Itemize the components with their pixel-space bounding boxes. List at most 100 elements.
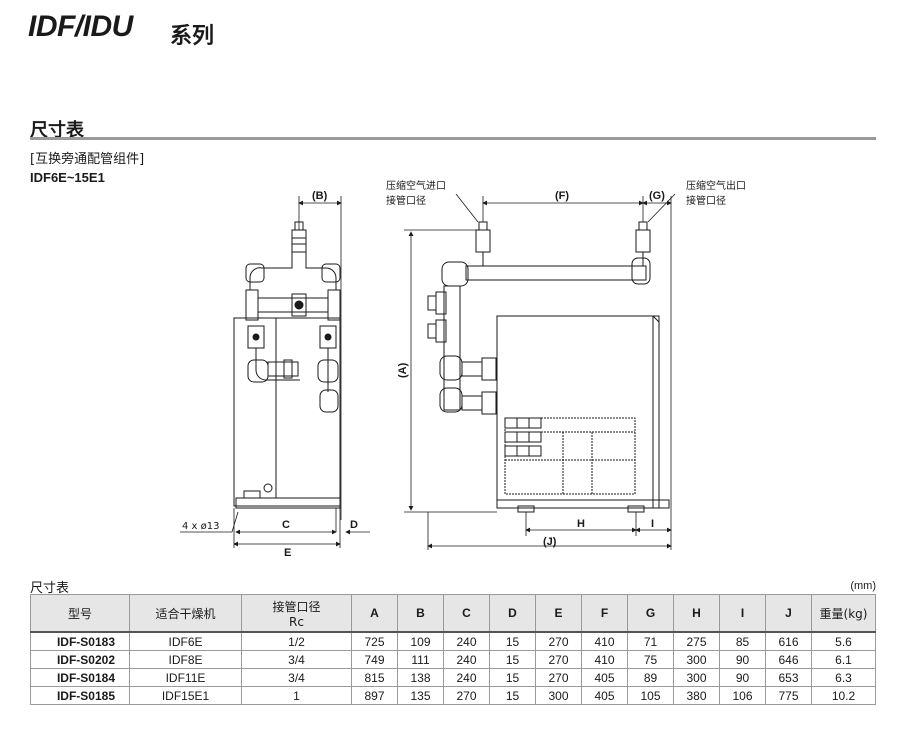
header-D: D bbox=[489, 594, 536, 633]
dim-B: (B) bbox=[312, 190, 328, 202]
mounting-hole-callout: 4 x ø13 bbox=[182, 521, 219, 532]
header-weight: 重量(kg) bbox=[811, 594, 876, 633]
header-dryer: 适合干燥机 bbox=[129, 594, 242, 633]
cell-weight: 6.1 bbox=[811, 650, 876, 669]
kit-label: [互换旁通配管组件] bbox=[30, 152, 145, 167]
unit-note: (mm) bbox=[850, 580, 876, 592]
cell-G: 105 bbox=[627, 686, 674, 705]
cell-weight: 5.6 bbox=[811, 631, 876, 651]
cell-port: 3/4 bbox=[241, 668, 352, 687]
header-I: I bbox=[719, 594, 766, 633]
series-suffix: 系列 bbox=[170, 24, 215, 49]
cell-A: 897 bbox=[351, 686, 398, 705]
cell-A: 815 bbox=[351, 668, 398, 687]
dimension-table: 型号 适合干燥机 接管口径 Rc A B C D E F G H I J 重量(… bbox=[30, 594, 876, 705]
cell-J: 646 bbox=[765, 650, 812, 669]
cell-E: 300 bbox=[535, 686, 582, 705]
cell-E: 270 bbox=[535, 631, 582, 651]
cell-G: 71 bbox=[627, 631, 674, 651]
cell-dryer: IDF6E bbox=[129, 631, 242, 651]
cell-G: 89 bbox=[627, 668, 674, 687]
cell-model: IDF-S0184 bbox=[30, 668, 130, 687]
inlet-callout-line1: 压缩空气进口 bbox=[386, 179, 446, 192]
series-title: IDF/IDU bbox=[28, 10, 133, 43]
cell-F: 410 bbox=[581, 650, 628, 669]
cell-dryer: IDF15E1 bbox=[129, 686, 242, 705]
side-view-dimensions bbox=[180, 196, 370, 548]
cell-B: 138 bbox=[397, 668, 444, 687]
cell-I: 85 bbox=[719, 631, 766, 651]
cell-weight: 6.3 bbox=[811, 668, 876, 687]
cell-dryer: IDF8E bbox=[129, 650, 242, 669]
front-view-dimensions bbox=[404, 193, 676, 550]
cell-C: 240 bbox=[443, 631, 490, 651]
cell-port: 3/4 bbox=[241, 650, 352, 669]
outlet-callout-line2: 接管口径 bbox=[686, 194, 726, 207]
cell-H: 380 bbox=[673, 686, 720, 705]
cell-I: 90 bbox=[719, 650, 766, 669]
cell-D: 15 bbox=[489, 686, 536, 705]
cell-H: 300 bbox=[673, 650, 720, 669]
header-B: B bbox=[397, 594, 444, 633]
dim-H: H bbox=[577, 518, 585, 530]
dim-J: (J) bbox=[543, 536, 557, 548]
cell-J: 616 bbox=[765, 631, 812, 651]
cell-G: 75 bbox=[627, 650, 674, 669]
cell-B: 109 bbox=[397, 631, 444, 651]
front-view bbox=[427, 221, 670, 513]
cell-F: 405 bbox=[581, 686, 628, 705]
table-row: IDF-S0184 IDF11E 3/4 815 138 240 15 270 … bbox=[30, 668, 876, 687]
cell-E: 270 bbox=[535, 650, 582, 669]
cell-C: 240 bbox=[443, 650, 490, 669]
cell-dryer: IDF11E bbox=[129, 668, 242, 687]
section-divider bbox=[30, 137, 876, 140]
cell-J: 775 bbox=[765, 686, 812, 705]
table-header-row: 型号 适合干燥机 接管口径 Rc A B C D E F G H I J 重量(… bbox=[30, 594, 876, 633]
header-C: C bbox=[443, 594, 490, 633]
header-H: H bbox=[673, 594, 720, 633]
header-port-size: 接管口径 Rc bbox=[241, 594, 352, 633]
cell-weight: 10.2 bbox=[811, 686, 876, 705]
dim-G: (G) bbox=[649, 190, 665, 202]
outlet-callout-line1: 压缩空气出口 bbox=[686, 179, 746, 192]
cell-B: 135 bbox=[397, 686, 444, 705]
table-row: IDF-S0202 IDF8E 3/4 749 111 240 15 270 4… bbox=[30, 650, 876, 669]
cell-I: 106 bbox=[719, 686, 766, 705]
header-A: A bbox=[351, 594, 398, 633]
dim-I: I bbox=[651, 518, 654, 530]
cell-J: 653 bbox=[765, 668, 812, 687]
header-G: G bbox=[627, 594, 674, 633]
dim-C: C bbox=[282, 519, 290, 531]
cell-H: 275 bbox=[673, 631, 720, 651]
header-F: F bbox=[581, 594, 628, 633]
model-range: IDF6E~15E1 bbox=[30, 170, 105, 185]
cell-C: 240 bbox=[443, 668, 490, 687]
section-heading: 尺寸表 bbox=[30, 120, 84, 141]
header-model: 型号 bbox=[30, 594, 130, 633]
cell-E: 270 bbox=[535, 668, 582, 687]
cell-F: 405 bbox=[581, 668, 628, 687]
cell-model: IDF-S0183 bbox=[30, 631, 130, 651]
cell-F: 410 bbox=[581, 631, 628, 651]
cell-D: 15 bbox=[489, 668, 536, 687]
dim-F: (F) bbox=[555, 190, 569, 202]
cell-A: 749 bbox=[351, 650, 398, 669]
cell-model: IDF-S0202 bbox=[30, 650, 130, 669]
table-caption: 尺寸表 bbox=[30, 581, 70, 596]
dim-D: D bbox=[350, 519, 358, 531]
cell-port: 1 bbox=[241, 686, 352, 705]
header-E: E bbox=[535, 594, 582, 633]
dim-A: (A) bbox=[397, 362, 409, 378]
cell-A: 725 bbox=[351, 631, 398, 651]
header-J: J bbox=[765, 594, 812, 633]
cell-H: 300 bbox=[673, 668, 720, 687]
cell-port: 1/2 bbox=[241, 631, 352, 651]
cell-C: 270 bbox=[443, 686, 490, 705]
cell-I: 90 bbox=[719, 668, 766, 687]
dim-E: E bbox=[284, 547, 291, 559]
inlet-callout-line2: 接管口径 bbox=[386, 194, 426, 207]
side-view bbox=[233, 221, 341, 509]
table-row: IDF-S0183 IDF6E 1/2 725 109 240 15 270 4… bbox=[30, 631, 876, 651]
cell-D: 15 bbox=[489, 650, 536, 669]
